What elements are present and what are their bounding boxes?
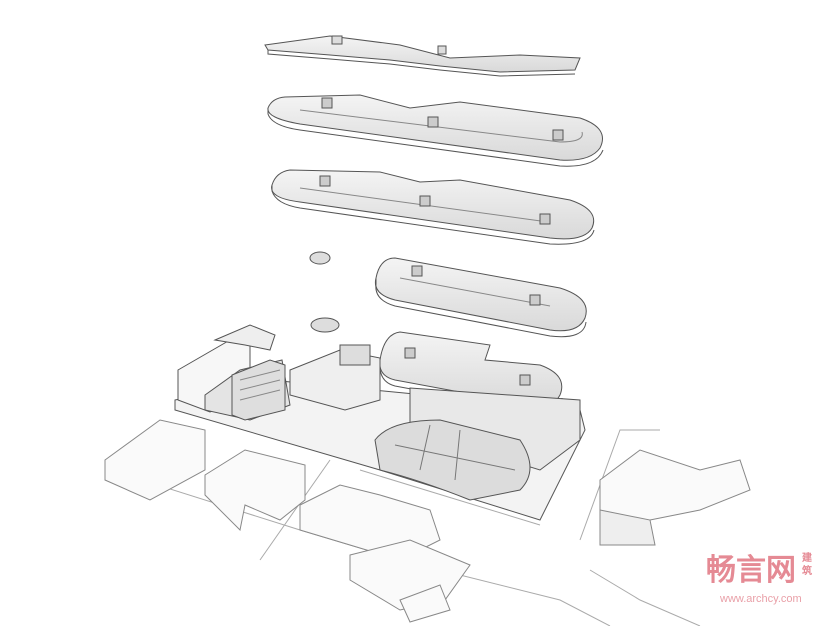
ground-podium (174, 379, 586, 521)
context-buildings (104, 419, 751, 623)
mixed-use-buildings (177, 324, 381, 421)
watermark-brand: 畅言网 (706, 553, 796, 588)
watermark-url: www.archcy.com (720, 593, 802, 605)
watermark-logo-row: 畅言网 建筑 (706, 552, 814, 590)
watermark: 畅言网 建筑 www.archcy.com (706, 552, 814, 606)
watermark-sub: 建筑 (802, 553, 812, 577)
parking-level-3 (271, 169, 595, 245)
parking-level-roof (264, 35, 581, 77)
parking-level-4 (374, 257, 587, 338)
parking-level-2 (267, 94, 604, 167)
